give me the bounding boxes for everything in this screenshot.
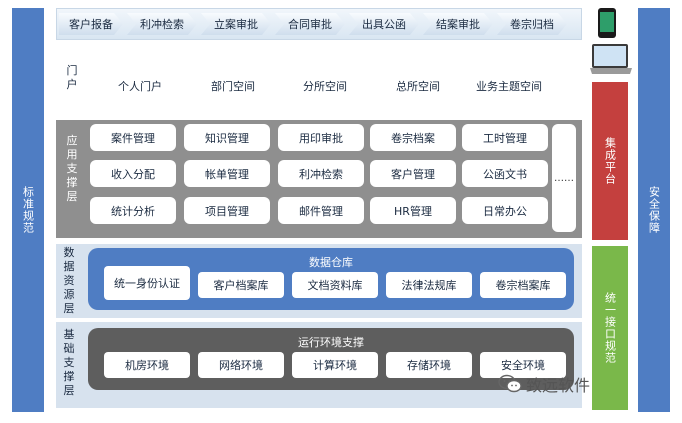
app-module: 项目管理 (184, 197, 270, 224)
app-module: 邮件管理 (278, 197, 364, 224)
portal-item: 分所空间 (303, 80, 347, 93)
data-resource-item: 客户档案库 (198, 272, 284, 298)
app-module: 客户管理 (370, 160, 456, 187)
app-module: 知识管理 (184, 124, 270, 151)
base-layer: 基础支撑层 运行环境支撑 机房环境网络环境计算环境存储环境安全环境 (56, 322, 582, 408)
base-layer-label: 基础支撑层 (63, 328, 75, 397)
portal-item: 业务主题空间 (476, 80, 542, 93)
portal-item: 个人门户 (118, 80, 162, 93)
process-step: 出具公函 (349, 13, 419, 35)
app-module: 利冲检索 (278, 160, 364, 187)
security-bar: 安全保障 (638, 8, 670, 412)
app-module: 日常办公 (462, 197, 548, 224)
runtime-env-item: 计算环境 (292, 352, 378, 378)
process-step: 客户报备 (59, 13, 123, 35)
watermark-text: 致远软件 (526, 376, 591, 395)
app-module: 收入分配 (90, 160, 176, 187)
portal-item: 总所空间 (396, 80, 440, 93)
wechat-icon (498, 374, 522, 393)
data-resource-item: 统一身份认证 (104, 266, 190, 300)
runtime-support-title: 运行环境支撑 (298, 336, 364, 349)
process-step: 卷宗归档 (497, 13, 567, 35)
more-apps-box: …… (552, 124, 576, 232)
app-module: 案件管理 (90, 124, 176, 151)
integration-platform-bar: 集成平台 (592, 82, 628, 240)
app-module: 公函文书 (462, 160, 548, 187)
devices-icon (590, 8, 632, 74)
process-step: 利冲检索 (127, 13, 197, 35)
data-layer: 数据资源层 数据仓库 统一身份认证客户档案库文档资料库法律法规库卷宗档案库 (56, 244, 582, 318)
application-layer: 应用支撑层 …… 案件管理知识管理用印审批卷宗档案工时管理收入分配帐单管理利冲检… (56, 120, 582, 238)
watermark: 致远软件 (498, 372, 590, 396)
data-resource-item: 法律法规库 (386, 272, 472, 298)
portal-item: 部门空间 (211, 80, 255, 93)
process-flow: 客户报备利冲检索立案审批合同审批出具公函结案审批卷宗归档 (56, 8, 582, 40)
portal-label: 门户 (66, 64, 78, 91)
runtime-support: 运行环境支撑 机房环境网络环境计算环境存储环境安全环境 (88, 328, 574, 390)
runtime-env-item: 网络环境 (198, 352, 284, 378)
interface-spec-bar: 统一接口规范 (592, 246, 628, 410)
process-step: 立案审批 (201, 13, 271, 35)
portal-layer: 门户 个人门户 部门空间 分所空间 总所空间 业务主题空间 (56, 58, 582, 108)
app-module: 统计分析 (90, 197, 176, 224)
standards-bar: 标准规范 (12, 8, 44, 412)
app-module: HR管理 (370, 197, 456, 224)
application-layer-label: 应用支撑层 (66, 134, 78, 203)
runtime-env-item: 机房环境 (104, 352, 190, 378)
data-resource-item: 卷宗档案库 (480, 272, 566, 298)
app-module: 帐单管理 (184, 160, 270, 187)
data-resource-item: 文档资料库 (292, 272, 378, 298)
app-module: 卷宗档案 (370, 124, 456, 151)
process-step: 结案审批 (423, 13, 493, 35)
data-warehouse: 数据仓库 统一身份认证客户档案库文档资料库法律法规库卷宗档案库 (88, 248, 574, 310)
process-step: 合同审批 (275, 13, 345, 35)
app-module: 工时管理 (462, 124, 548, 151)
data-warehouse-title: 数据仓库 (309, 256, 353, 269)
data-layer-label: 数据资源层 (63, 246, 75, 315)
runtime-env-item: 安全环境 (480, 352, 566, 378)
runtime-env-item: 存储环境 (386, 352, 472, 378)
app-module: 用印审批 (278, 124, 364, 151)
